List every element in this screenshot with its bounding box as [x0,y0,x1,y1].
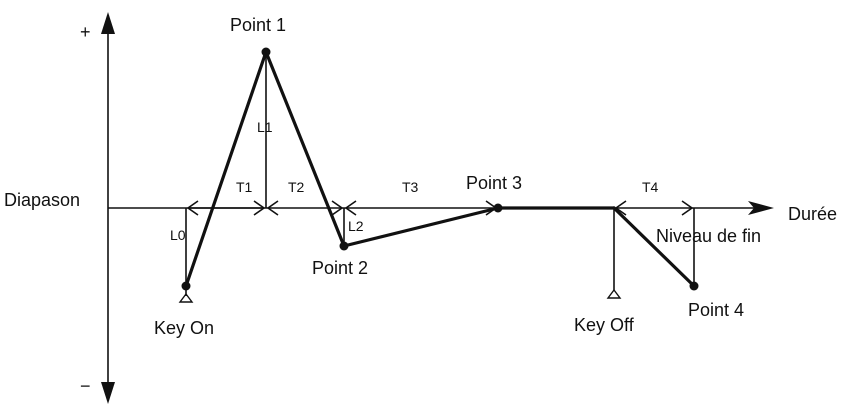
duree-label: Durée [788,204,837,224]
vertical-axis-arrow-down-icon [101,382,115,404]
point-3-label: Point 3 [466,173,522,193]
minus-label: − [80,376,91,396]
segment-t2 [264,50,346,248]
segment-t3 [342,206,500,248]
t4-right-arrow-icon [681,200,694,216]
point-labels: Point 1 Point 2 Point 3 Point 4 Niveau d… [230,15,761,320]
horizontal-axis: Diapason Durée [4,190,837,224]
l0-label: L0 [170,227,186,243]
key-off-triangle-icon [606,288,622,299]
t1-right-arrow-icon [253,200,266,216]
t2-left-arrow-icon [266,200,279,216]
time-intervals: T1 T2 T3 T4 [186,179,694,216]
key-on-label: Key On [154,318,214,338]
l1-label: L1 [257,119,273,135]
t4-left-arrow-icon [614,200,627,216]
t1-label: T1 [236,179,253,195]
diapason-label: Diapason [4,190,80,210]
t2-right-arrow-icon [331,200,344,216]
t4-label: T4 [642,179,659,195]
vertical-axis-arrow-up-icon [101,12,115,34]
segment-t1 [184,50,268,288]
t1-left-arrow-icon [186,200,199,216]
segment-t4 [612,206,696,288]
horizontal-axis-arrow-right-icon [748,201,774,215]
key-on-triangle-icon [178,292,194,303]
t3-left-arrow-icon [344,200,357,216]
point-2-label: Point 2 [312,258,368,278]
key-markers: Key On Key Off [154,208,635,338]
t3-right-arrow-icon [485,200,498,216]
t3-label: T3 [402,179,419,195]
envelope-curve [181,47,699,291]
plus-label: + [80,22,91,42]
l2-label: L2 [348,218,364,234]
t2-label: T2 [288,179,305,195]
point-4-label: Point 4 [688,300,744,320]
level-markers: L0 L1 L2 [170,52,695,296]
point-3-dot [493,203,503,213]
end-level-label: Niveau de fin [656,226,761,246]
point-1-label: Point 1 [230,15,286,35]
key-off-label: Key Off [574,315,635,335]
